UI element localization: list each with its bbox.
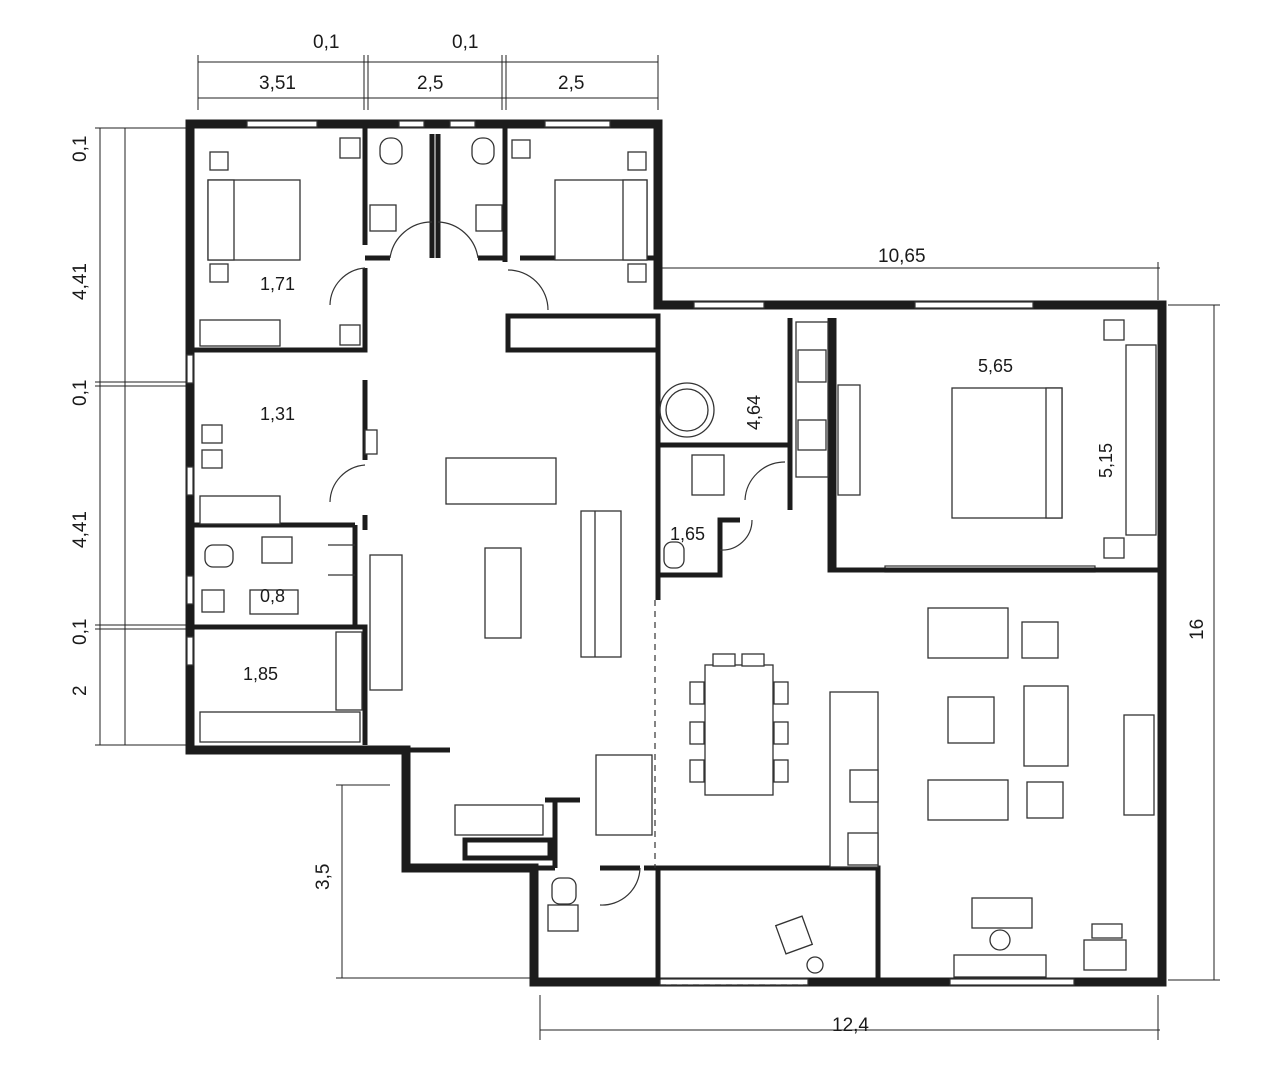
- table-icon: [947, 696, 995, 744]
- sofa-icon: [369, 554, 403, 691]
- sofa-icon: [927, 607, 1009, 659]
- sofa-icon: [580, 510, 622, 658]
- label-room-4: 1,85: [243, 664, 278, 684]
- sofa-icon: [927, 779, 1009, 821]
- label-closet: 4,64: [744, 395, 764, 430]
- wardrobe-icon: [837, 384, 861, 496]
- dimension-lines: [95, 55, 1220, 1040]
- chair-icon: [774, 915, 814, 955]
- dim-top-1: 3,51: [259, 73, 296, 94]
- dim-top-3: 2,5: [558, 73, 584, 94]
- dim-right-top: 10,65: [878, 246, 926, 267]
- exterior-walls: [185, 119, 1167, 987]
- chair-icon: [659, 382, 715, 438]
- sink-icon: [797, 419, 827, 451]
- dim-left-3: 0,1: [70, 380, 91, 406]
- label-wc: 1,65: [670, 524, 705, 544]
- room-labels: 1,71 1,31 0,8 1,85 4,64 1,65 5,65 5,15: [243, 274, 1116, 684]
- desk-icon: [971, 897, 1033, 929]
- label-bedroom-1: 1,71: [260, 274, 295, 294]
- sink-icon: [261, 536, 293, 564]
- table-icon: [484, 547, 522, 639]
- furniture: [199, 137, 1157, 978]
- dim-top-small-2: 0,1: [452, 32, 478, 53]
- sink-icon: [547, 904, 579, 932]
- table-icon: [704, 664, 774, 796]
- dimension-labels: 0,1 0,1 3,51 2,5 2,5 10,65 12,4 16 0,1 4…: [70, 32, 1208, 1036]
- stove-icon: [847, 832, 879, 866]
- dashed-openings: [654, 600, 808, 986]
- label-bath-small: 0,8: [260, 586, 285, 606]
- label-room-2: 1,31: [260, 404, 295, 424]
- toilet-icon: [204, 544, 234, 568]
- dim-right-total: 16: [1187, 619, 1208, 640]
- doors: [329, 221, 786, 906]
- sink-icon: [849, 769, 879, 803]
- label-master-h: 5,15: [1096, 443, 1116, 478]
- dim-top-small-1: 0,1: [313, 32, 339, 53]
- toilet-icon: [551, 877, 577, 905]
- sofa-icon: [1023, 685, 1069, 767]
- stove-icon: [797, 349, 827, 383]
- toilet-icon: [379, 137, 403, 165]
- label-master-w: 5,65: [978, 356, 1013, 376]
- dim-left-2: 4,41: [70, 263, 91, 300]
- dim-left-lower: 3,5: [313, 864, 334, 890]
- dim-left-4: 4,41: [70, 511, 91, 548]
- dim-top-2: 2,5: [417, 73, 443, 94]
- dim-bottom-total: 12,4: [832, 1015, 869, 1036]
- dim-left-1: 0,1: [70, 136, 91, 162]
- toilet-icon: [471, 137, 495, 165]
- interior-walls: [190, 124, 1162, 980]
- table-icon: [445, 457, 557, 505]
- toilet-icon: [663, 541, 685, 569]
- sink-icon: [475, 204, 503, 232]
- sink-icon: [201, 589, 225, 613]
- dim-left-5: 0,1: [70, 619, 91, 645]
- dim-left-6: 2: [70, 685, 91, 696]
- wardrobe-icon: [199, 319, 281, 347]
- wardrobe-icon: [199, 711, 361, 743]
- sink-icon: [369, 204, 397, 232]
